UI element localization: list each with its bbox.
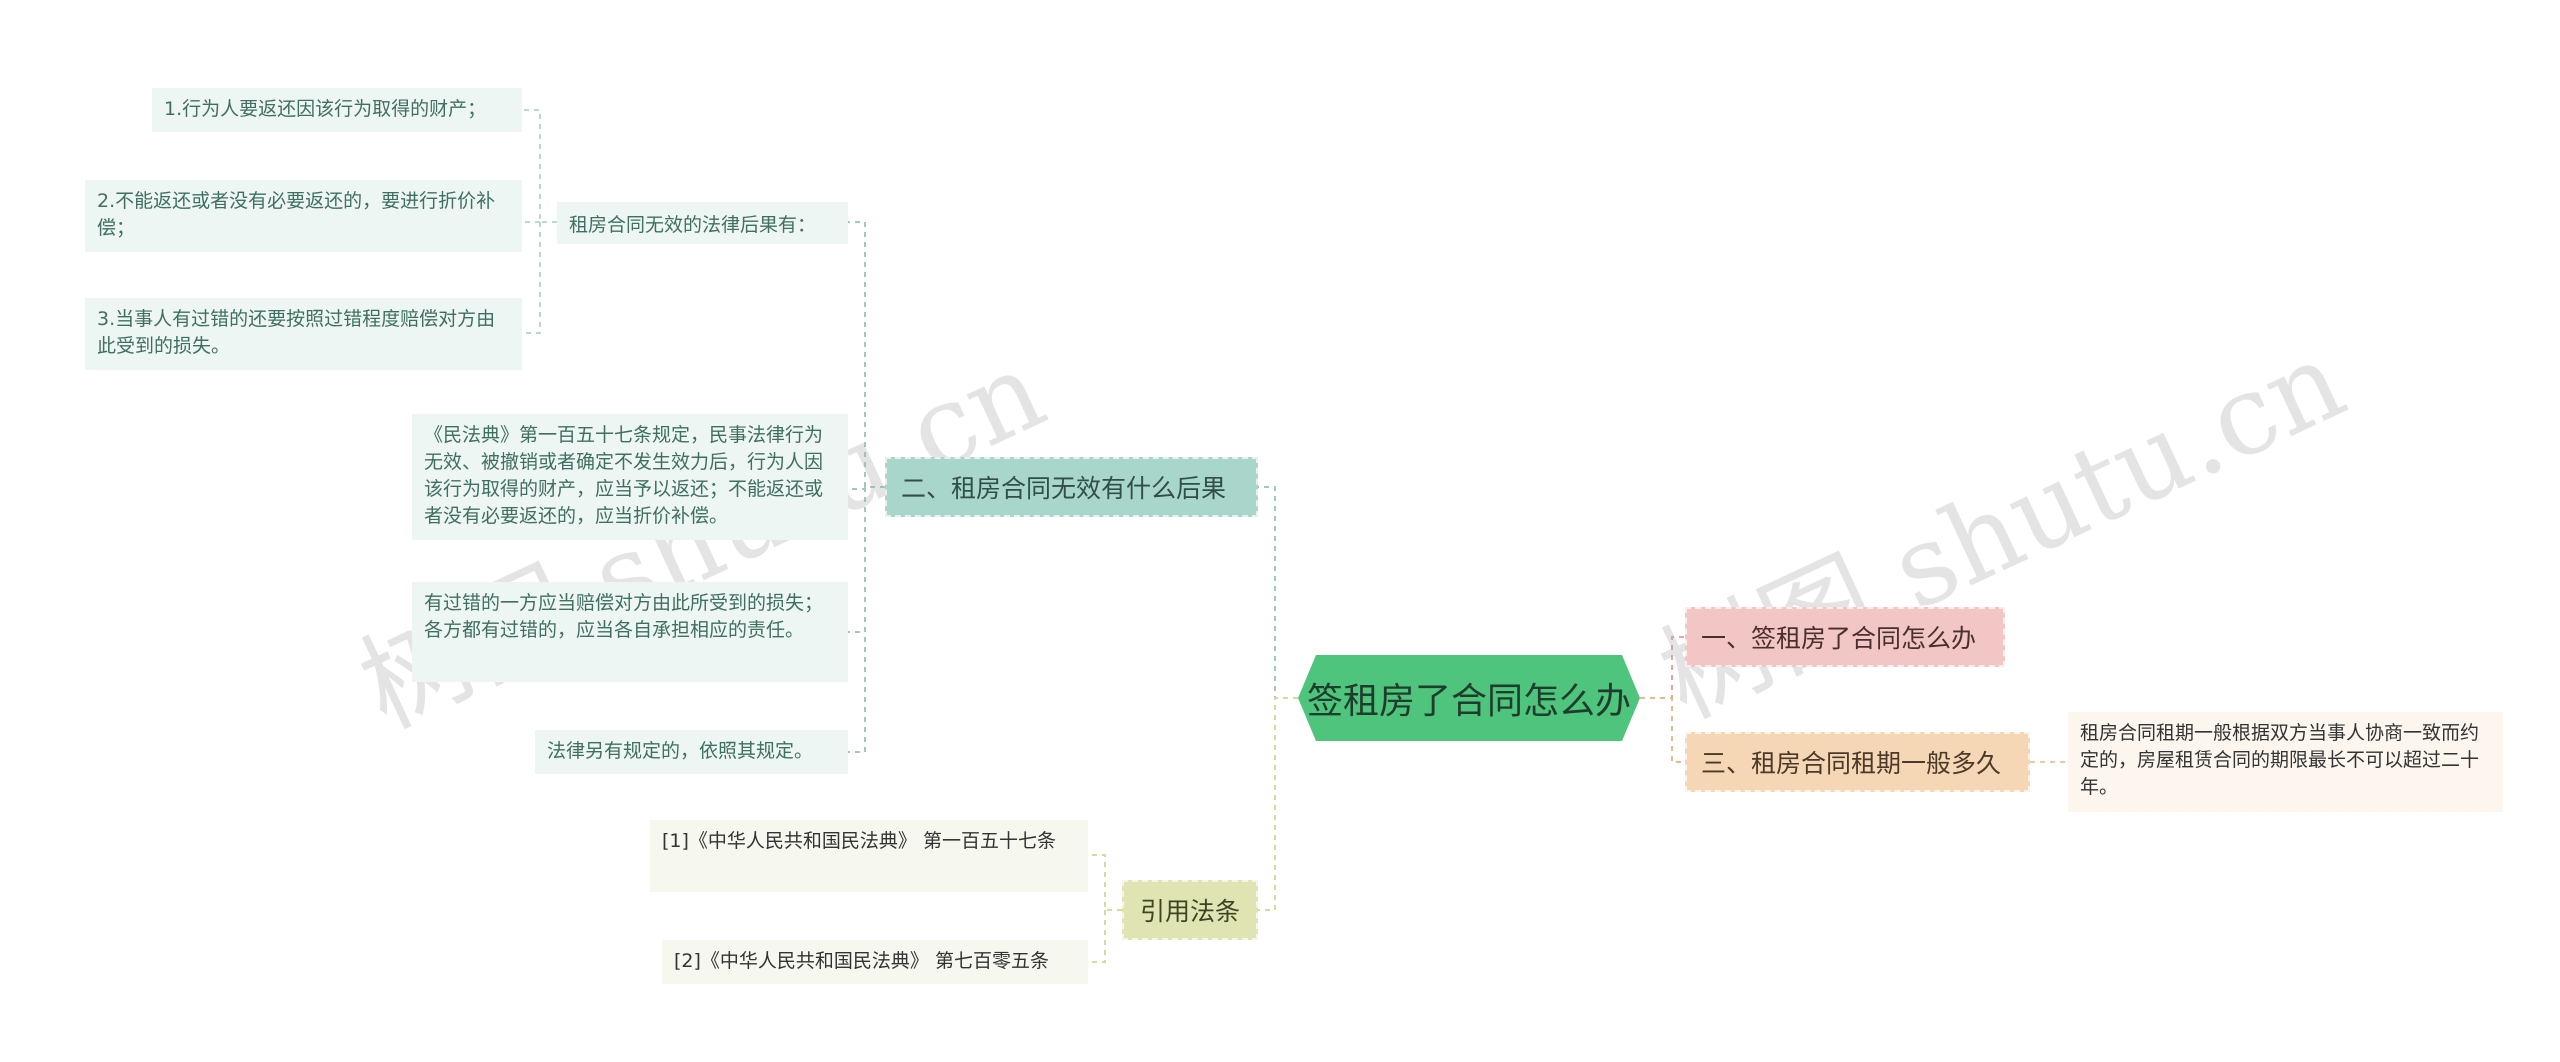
fault-compensation-text[interactable]: 有过错的一方应当赔偿对方由此所受到的损失；各方都有过错的，应当各自承担相应的责任… [412, 582, 848, 682]
link-center-branch3 [1640, 697, 1685, 763]
lease-term-detail[interactable]: 租房合同租期一般根据双方当事人协商一致而约定的，房屋租赁合同的期限最长不可以超过… [2068, 712, 2503, 812]
branch-lease-term[interactable]: 三、租房合同租期一般多久 [1685, 732, 2030, 792]
branch-invalid-consequences[interactable]: 二、租房合同无效有什么后果 [885, 457, 1258, 517]
link-citations [1088, 854, 1122, 963]
central-topic[interactable]: 签租房了合同怎么办 [1298, 655, 1640, 741]
consequence-item-2[interactable]: 2.不能返还或者没有必要返还的，要进行折价补偿； [85, 180, 522, 252]
link-branch2-children [848, 221, 885, 753]
legal-consequences-label[interactable]: 租房合同无效的法律后果有： [557, 202, 848, 244]
consequence-item-1[interactable]: 1.行为人要返还因该行为取得的财产； [152, 88, 522, 132]
citation-2[interactable]: [2]《中华人民共和国民法典》 第七百零五条 [662, 940, 1088, 984]
civil-code-157-text[interactable]: 《民法典》第一百五十七条规定，民事法律行为无效、被撤销或者确定不发生效力后，行为… [412, 414, 848, 540]
link-center-branch2 [1258, 486, 1298, 699]
link-center-branch1 [1640, 636, 1685, 699]
consequence-item-3[interactable]: 3.当事人有过错的还要按照过错程度赔偿对方由此受到的损失。 [85, 298, 522, 370]
link-center-citations [1258, 697, 1298, 911]
branch-citations[interactable]: 引用法条 [1122, 880, 1258, 940]
other-provisions-text[interactable]: 法律另有规定的，依照其规定。 [535, 730, 848, 774]
citation-1[interactable]: [1]《中华人民共和国民法典》 第一百五十七条 [650, 820, 1088, 892]
branch-sign-contract[interactable]: 一、签租房了合同怎么办 [1685, 607, 2005, 667]
link-mid-consequences [522, 109, 557, 334]
